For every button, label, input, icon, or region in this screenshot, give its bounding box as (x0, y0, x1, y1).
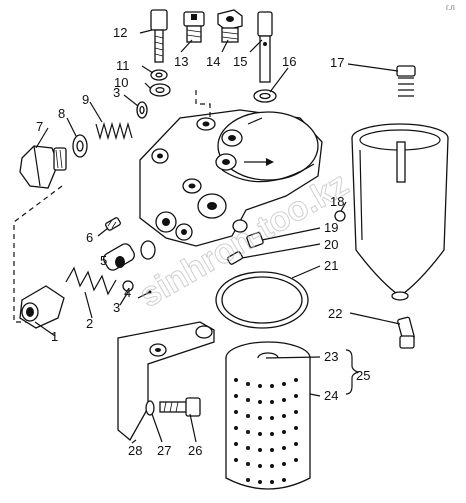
callout-21: 21 (324, 258, 338, 273)
screw-6 (105, 217, 121, 231)
callout-10: 10 (114, 75, 128, 90)
drain-plug-22 (397, 316, 415, 349)
washer-8 (72, 134, 88, 158)
spring-9 (95, 121, 133, 141)
filter-element (225, 341, 311, 490)
callout-9: 9 (82, 92, 89, 107)
bolt-26 (159, 397, 201, 417)
pin-4 (137, 290, 152, 299)
fitting-13 (183, 11, 205, 43)
gasket-21 (215, 271, 309, 329)
callout-27: 27 (157, 443, 171, 458)
ball-18 (334, 210, 346, 222)
callout-24: 24 (324, 388, 338, 403)
callout-6: 6 (86, 230, 93, 245)
washer-11 (150, 69, 168, 81)
bracket-28 (117, 321, 215, 441)
callout-2: 2 (86, 316, 93, 331)
callout-7: 7 (36, 119, 43, 134)
valve-5 (103, 240, 156, 271)
callout-8: 8 (58, 106, 65, 121)
callout-23: 23 (324, 349, 338, 364)
washer-27 (145, 400, 155, 416)
banjo-bolt-15 (257, 11, 273, 83)
washer-3-top (136, 101, 148, 119)
spring-17 (396, 65, 416, 97)
callout-3-lower: 3 (113, 300, 120, 315)
plug-7 (19, 145, 67, 189)
callout-14: 14 (206, 54, 220, 69)
callout-25: 25 (356, 368, 370, 383)
callout-4: 4 (124, 285, 131, 300)
fitting-19 (246, 231, 264, 249)
callout-13: 13 (174, 54, 188, 69)
callout-1: 1 (51, 329, 58, 344)
filter-housing (139, 109, 323, 247)
callout-16: 16 (282, 54, 296, 69)
callout-17: 17 (330, 55, 344, 70)
ball-3-lower (122, 280, 134, 292)
callout-5: 5 (100, 253, 107, 268)
callout-labels: 12 13 14 15 16 11 10 3 9 8 7 17 6 18 19 … (36, 25, 370, 458)
callout-15: 15 (233, 54, 247, 69)
leader-lines (34, 29, 401, 444)
callout-11: 11 (116, 58, 130, 73)
bolt-12 (150, 9, 168, 63)
corner-mark: г.л (446, 3, 455, 12)
plug-20 (227, 251, 243, 265)
plug-1 (19, 285, 65, 329)
washer-16 (253, 89, 277, 103)
callout-18: 18 (330, 194, 344, 209)
callout-20: 20 (324, 237, 338, 252)
assembly-dash-top (195, 90, 211, 120)
fitting-14 (217, 9, 243, 43)
washer-10 (149, 83, 171, 97)
callout-28: 28 (128, 443, 142, 458)
callout-12: 12 (113, 25, 127, 40)
filter-bowl (351, 123, 449, 301)
spring-2 (65, 266, 117, 296)
callout-19: 19 (324, 220, 338, 235)
callout-3-top: 3 (113, 85, 120, 100)
callout-22: 22 (328, 306, 342, 321)
callout-26: 26 (188, 443, 202, 458)
assembly-dash-left (13, 185, 63, 323)
